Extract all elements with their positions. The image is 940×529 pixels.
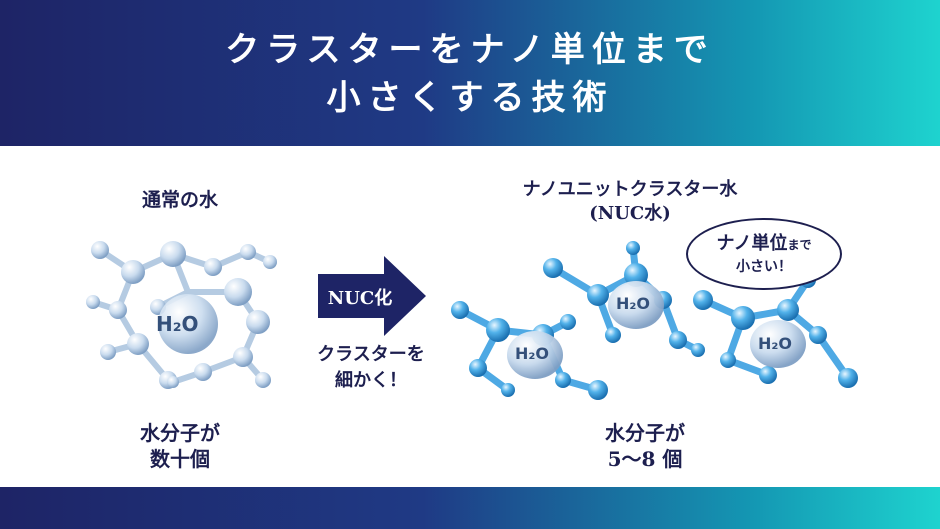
nuc-water-caption: 水分子が 5〜8 個 [575,420,715,472]
nuc-water-heading: ナノユニットクラスター水 (NUC水) [500,178,760,226]
arrow-label: NUC化 [327,288,393,309]
nuc-molecule-label-3: H₂O [758,334,792,353]
normal-water-heading: 通常の水 [141,189,218,211]
center-caption-line-1: クラスターを [317,344,425,365]
header-banner: クラスターをナノ単位まで 小さくする技術 [0,0,940,146]
center-caption: クラスターを 細かく！ [296,342,446,394]
title-line-2: 小さくする技術 [326,78,614,118]
normal-water-caption-line-1: 水分子が [140,421,220,445]
nuc-molecule-label-2: H₂O [616,294,650,313]
nuc-water-caption-line-1: 水分子が [605,421,685,445]
normal-water-caption-line-2: 数十個 [150,447,210,471]
footer-banner [0,487,940,529]
badge-text: ナノ単位まで 小さい！ [688,233,840,278]
nuc-molecule-label-1: H₂O [515,344,549,363]
badge-line-1-small: まで [787,238,812,252]
nano-size-badge: ナノ単位まで 小さい！ [686,218,842,290]
nuc-water-heading-line-2: (NUC水) [589,203,671,224]
nuc-conversion-arrow: NUC化 [318,256,428,336]
badge-line-1: ナノ単位まで [688,233,840,256]
badge-line-2: 小さい！ [736,259,792,275]
right-arrow-icon [318,256,426,336]
title-line-1: クラスターをナノ単位まで [225,30,715,70]
badge-line-1-main: ナノ単位 [716,233,788,254]
normal-water-caption: 水分子が 数十個 [110,420,250,472]
nuc-water-heading-line-1: ナノユニットクラスター水 [522,179,738,200]
nuc-water-caption-line-2: 5〜8 個 [607,447,683,471]
normal-water-molecule-label: H₂O [156,312,199,336]
nuc-water-cluster-illustration [451,241,858,400]
normal-water-cluster-illustration [86,241,277,389]
center-caption-line-2: 細かく！ [335,370,407,391]
page-title: クラスターをナノ単位まで 小さくする技術 [0,26,940,122]
